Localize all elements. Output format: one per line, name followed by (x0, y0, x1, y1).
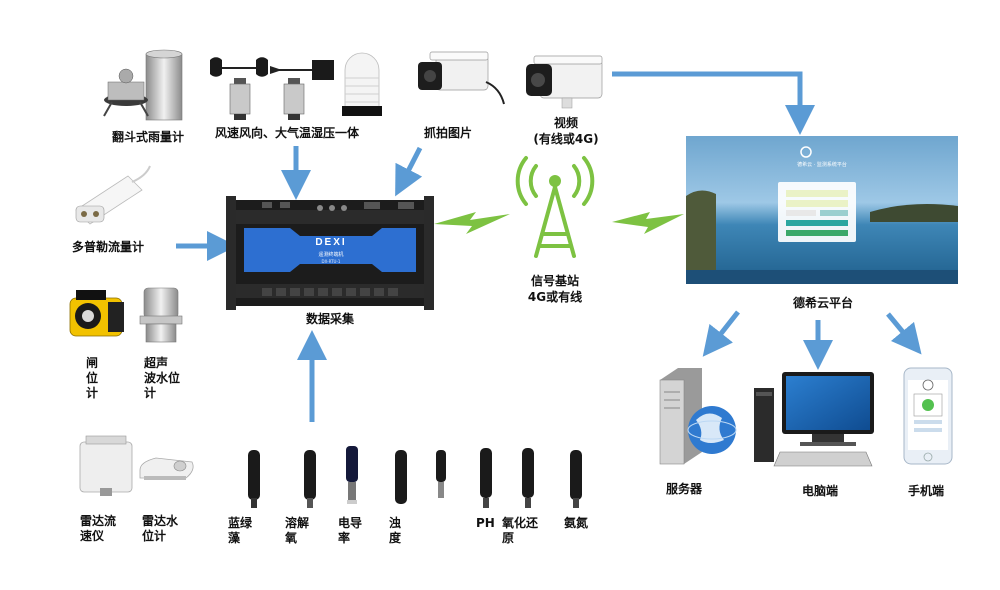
weather-shelter-image (342, 52, 382, 116)
base-station-label-line2: 4G或有线 (527, 290, 583, 304)
radar-flow-label: 雷达流 速仪 (80, 514, 117, 543)
cloud-platform-label: 德希云平台 (792, 296, 853, 310)
turbidity-label: 浊 度 (389, 516, 402, 545)
base-station-label-line1: 信号基站 (530, 274, 579, 288)
ultrasonic-label: 超声 波水位 计 (144, 356, 181, 400)
pc-label: 电脑端 (802, 484, 839, 498)
wind-speed-sensor-image (210, 57, 268, 120)
pc-icon (754, 372, 874, 467)
device-model: 遥测终端机 (318, 251, 343, 258)
mobile-label: 手机端 (908, 484, 945, 498)
algae-probe-image (248, 450, 260, 508)
dissolved-oxygen-probe-image (304, 450, 316, 508)
doppler-flowmeter-image (75, 165, 151, 225)
conductivity-label: 电导 率 (338, 516, 363, 545)
dissolved-oxygen-label: 溶解 氧 (285, 516, 310, 545)
doppler-label: 多普勒流量计 (72, 240, 145, 254)
gate-meter-label: 闸 位 计 (86, 356, 99, 400)
wind-direction-sensor-image (270, 60, 334, 120)
mobile-phone-icon (903, 367, 953, 465)
radar-level-label: 雷达水 位计 (142, 514, 179, 543)
server-icon (659, 368, 737, 465)
data-collector-device (226, 196, 434, 310)
conductivity-probe-image (346, 446, 358, 504)
signal-bolt-right (612, 212, 684, 234)
radar-flow-meter-image (79, 435, 133, 496)
base-station-icon (515, 156, 595, 258)
ph-label: PH (476, 516, 495, 530)
turbidity-probe-image (395, 450, 407, 504)
orp-probe-image (522, 448, 534, 508)
server-label: 服务器 (666, 482, 703, 496)
arrows (176, 71, 922, 422)
ultrasonic-level-meter-image (139, 287, 183, 343)
ammonia-probe-image (570, 450, 582, 508)
radar-level-meter-image (139, 457, 194, 480)
rain-gauge-label: 翻斗式雨量计 (112, 130, 185, 144)
ph-probe-image (480, 448, 492, 508)
gate-level-meter-image (69, 290, 124, 337)
arrow-cloud-to-mobile (886, 312, 922, 355)
capture-label: 抓拍图片 (424, 126, 473, 140)
video-label-line1: 视频 (553, 116, 578, 130)
video-label-line2: (有线或4G) (533, 132, 599, 146)
device-brand: DEXI (315, 237, 346, 248)
rain-gauge-image (103, 49, 183, 121)
login-title: 德希云 · 监测系统平台 (797, 161, 847, 168)
arrow-video-to-cloud (612, 71, 815, 135)
arrow-capture-to-collector (395, 146, 423, 197)
probe-image-5 (436, 450, 446, 498)
capture-camera-image (418, 51, 505, 105)
video-camera-image (526, 55, 603, 109)
ammonia-label: 氨氮 (564, 516, 589, 530)
arrow-cloud-to-server (702, 310, 740, 357)
wind-weather-label: 风速风向、大气温湿压一体 (215, 126, 360, 140)
cloud-platform-screenshot (686, 136, 958, 284)
signal-bolt-left (434, 212, 510, 234)
collector-label: 数据采集 (305, 312, 354, 326)
device-sub: DX-RTU-1 (322, 259, 341, 264)
algae-label: 蓝绿 藻 (228, 516, 253, 545)
orp-label: 氧化还 原 (502, 516, 539, 545)
